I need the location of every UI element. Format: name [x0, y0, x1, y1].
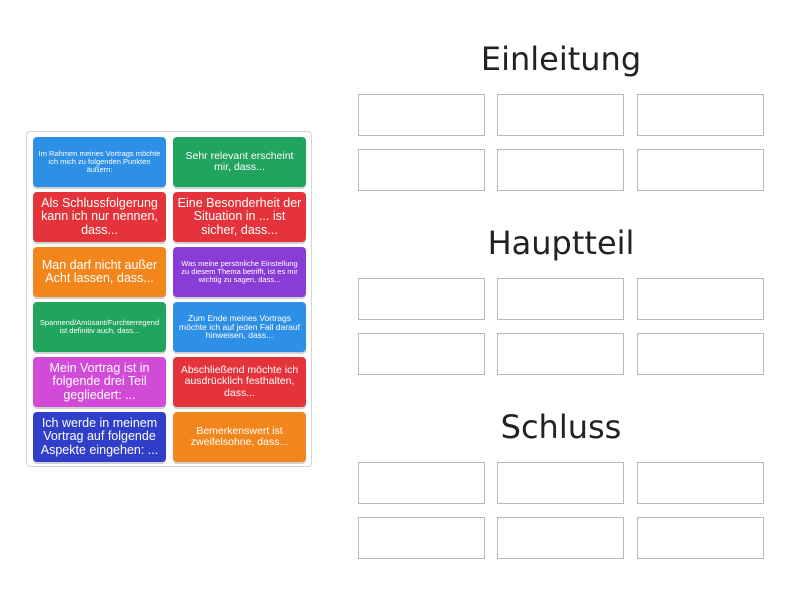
drop-slot[interactable] — [637, 462, 764, 504]
drop-slot[interactable] — [358, 94, 485, 136]
draggable-card[interactable]: Ich werde in meinem Vortrag auf folgende… — [33, 412, 166, 462]
drop-slot[interactable] — [497, 517, 624, 559]
drop-slot[interactable] — [497, 94, 624, 136]
drop-slot[interactable] — [358, 149, 485, 191]
card-tray: Im Rahmen meines Vortrags möchte ich mic… — [26, 131, 312, 467]
drop-slot[interactable] — [358, 333, 485, 375]
drop-slot[interactable] — [497, 333, 624, 375]
draggable-card[interactable]: Eine Besonderheit der Situation in ... i… — [173, 192, 306, 242]
draggable-card[interactable]: Im Rahmen meines Vortrags möchte ich mic… — [33, 137, 166, 187]
drop-slot[interactable] — [358, 278, 485, 320]
drop-slot[interactable] — [497, 462, 624, 504]
draggable-card[interactable]: Als Schlussfolgerung kann ich nur nennen… — [33, 192, 166, 242]
drop-slot[interactable] — [637, 149, 764, 191]
draggable-card[interactable]: Was meine persönliche Einstellung zu die… — [173, 247, 306, 297]
group-heading-schluss: Schluss — [500, 408, 622, 446]
draggable-card[interactable]: Sehr relevant erscheint mir, dass... — [173, 137, 306, 187]
drop-slot[interactable] — [637, 94, 764, 136]
drop-slot[interactable] — [637, 333, 764, 375]
drop-slot[interactable] — [358, 462, 485, 504]
drop-slot[interactable] — [637, 278, 764, 320]
draggable-card[interactable]: Bemerkenswert ist zweifelsohne, dass... — [173, 412, 306, 462]
drop-slot[interactable] — [637, 517, 764, 559]
draggable-card[interactable]: Abschließend möchte ich ausdrücklich fes… — [173, 357, 306, 407]
drop-slot[interactable] — [497, 278, 624, 320]
drop-slot[interactable] — [497, 149, 624, 191]
draggable-card[interactable]: Spannend/Amüsant/Furchterregend ist defi… — [33, 302, 166, 352]
drop-slot[interactable] — [358, 517, 485, 559]
draggable-card[interactable]: Man darf nicht außer Acht lassen, dass..… — [33, 247, 166, 297]
group-heading-einleitung: Einleitung — [480, 40, 642, 78]
draggable-card[interactable]: Mein Vortrag ist in folgende drei Teil g… — [33, 357, 166, 407]
group-heading-hauptteil: Hauptteil — [487, 224, 635, 262]
draggable-card[interactable]: Zum Ende meines Vortrags möchte ich auf … — [173, 302, 306, 352]
